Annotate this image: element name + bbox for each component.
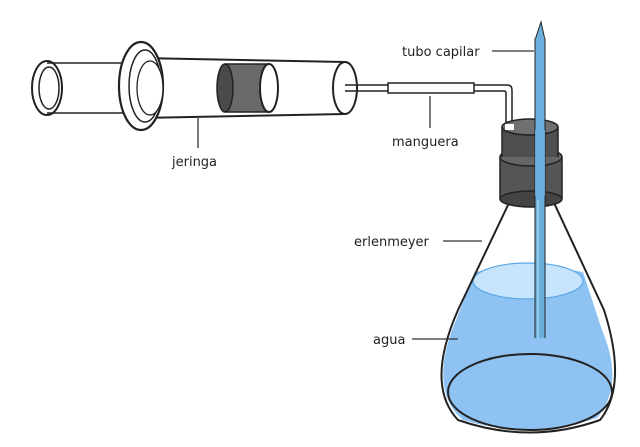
label-erlenmeyer: erlenmeyer (354, 235, 482, 250)
water (443, 267, 613, 430)
tubo-capilar-label: tubo capilar (402, 45, 480, 60)
plunger-end-cap (31, 60, 63, 116)
hose (387, 82, 513, 126)
label-tubo-capilar: tubo capilar (402, 45, 534, 60)
erlenmeyer-flask (440, 20, 617, 434)
syringe (31, 40, 388, 132)
flask-outline (440, 192, 617, 434)
manguera-label: manguera (392, 135, 459, 150)
water-surface (472, 262, 584, 300)
agua-label: agua (373, 333, 405, 348)
rubber-stopper (499, 118, 563, 208)
label-manguera: manguera (392, 96, 459, 150)
capillary-tube (534, 20, 546, 338)
label-jeringa: jeringa (171, 118, 217, 170)
label-agua: agua (373, 333, 458, 348)
hose-tube (474, 84, 513, 126)
hose-sleeve (387, 82, 475, 94)
erlenmeyer-label: erlenmeyer (354, 235, 430, 250)
jeringa-label: jeringa (171, 155, 217, 170)
